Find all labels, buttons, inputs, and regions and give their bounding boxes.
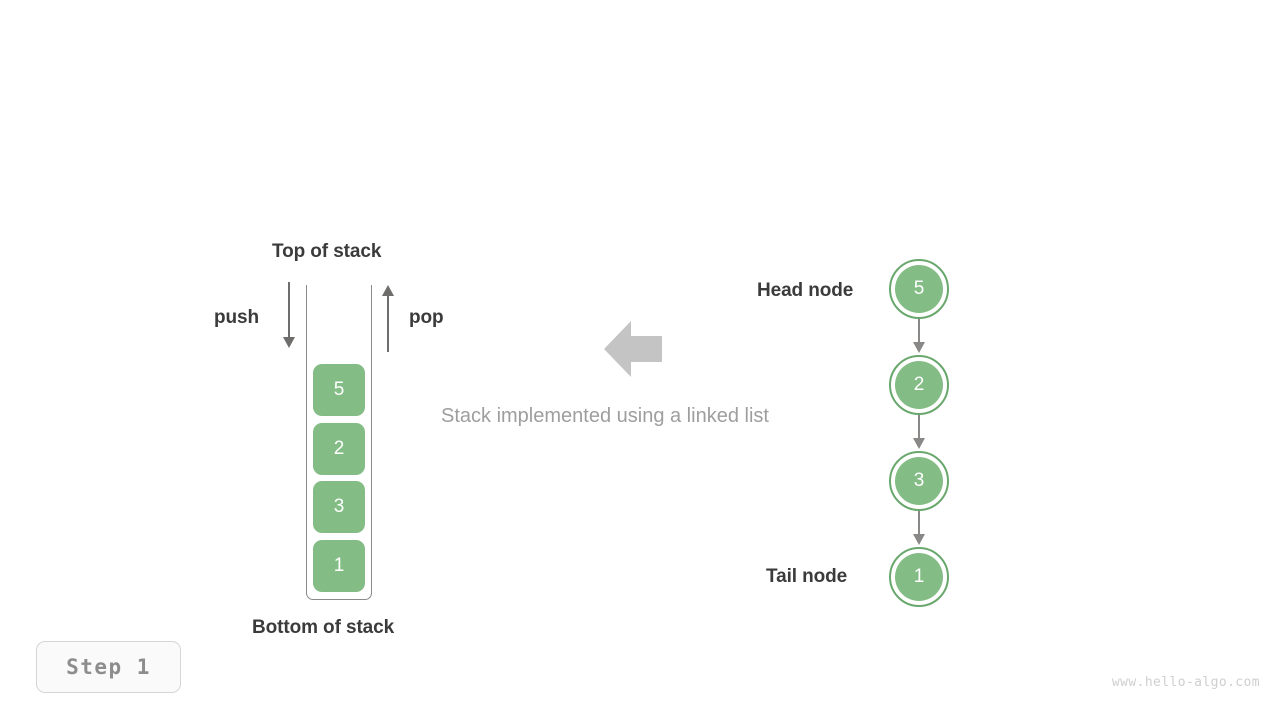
push-arrow-head-icon (283, 337, 295, 348)
linked-list-node: 1 (889, 547, 949, 607)
linked-list-node: 3 (889, 451, 949, 511)
stack-item: 2 (313, 423, 365, 475)
linked-list-node: 2 (889, 355, 949, 415)
node-link-arrow-icon (913, 342, 925, 353)
top-of-stack-label: Top of stack (272, 241, 382, 262)
stack-item: 1 (313, 540, 365, 592)
watermark: www.hello-algo.com (1111, 675, 1260, 690)
stack-item: 3 (313, 481, 365, 533)
pop-arrow-head-icon (382, 285, 394, 296)
stack-item: 5 (313, 364, 365, 416)
pop-arrow-shaft (387, 296, 390, 352)
node-link-shaft (918, 511, 921, 535)
node-value: 1 (895, 553, 943, 601)
head-node-label: Head node (757, 280, 854, 301)
node-link-arrow-icon (913, 534, 925, 545)
node-link-shaft (918, 415, 921, 439)
linked-list-node: 5 (889, 259, 949, 319)
node-value: 3 (895, 457, 943, 505)
node-value: 2 (895, 361, 943, 409)
push-label: push (214, 307, 259, 328)
push-arrow-shaft (288, 282, 291, 338)
stack-container (306, 285, 372, 600)
caption-text: Stack implemented using a linked list (441, 405, 769, 427)
pop-label: pop (409, 307, 444, 328)
node-link-shaft (918, 319, 921, 343)
implementation-arrow-icon (604, 319, 662, 379)
tail-node-label: Tail node (766, 566, 848, 587)
bottom-of-stack-label: Bottom of stack (252, 617, 395, 638)
node-link-arrow-icon (913, 438, 925, 449)
node-value: 5 (895, 265, 943, 313)
step-badge: Step 1 (36, 641, 181, 693)
